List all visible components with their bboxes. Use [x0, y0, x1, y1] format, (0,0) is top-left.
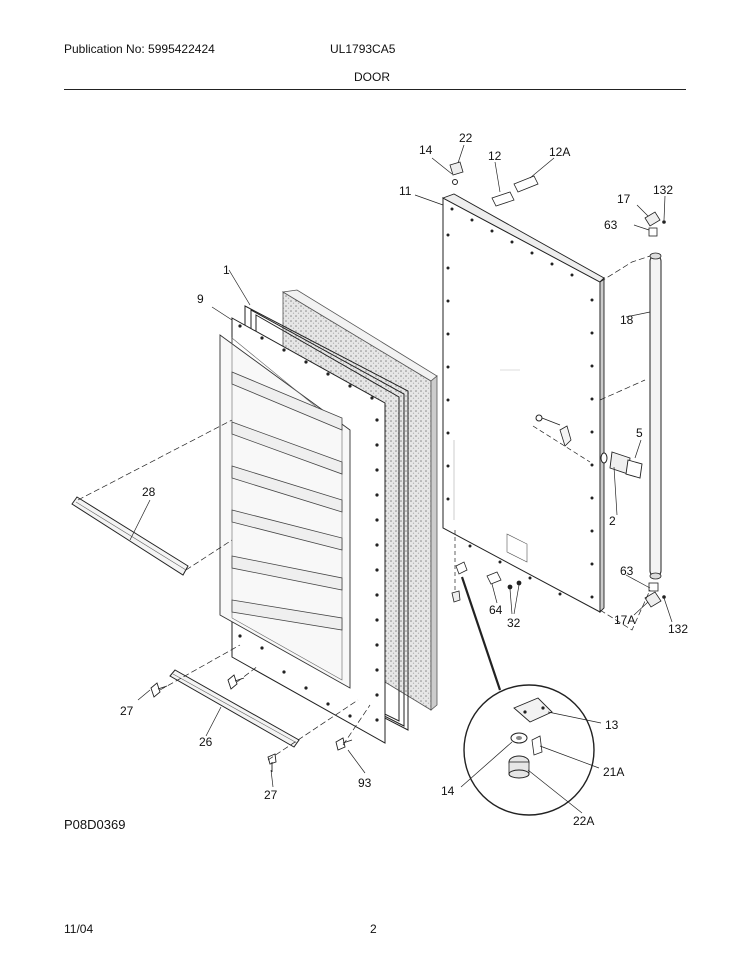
callout-label: 1 — [223, 263, 230, 277]
detail-circle — [463, 684, 595, 816]
inner-door-liner — [219, 317, 386, 744]
callout-labels: 1 9 28 27 26 27 93 14 22 12 12A 11 17 13… — [120, 131, 688, 828]
callout-label: 32 — [507, 616, 521, 630]
model-number: UL1793CA5 — [330, 42, 396, 56]
callout-label: 17 — [617, 192, 631, 206]
footer-date: 11/04 — [64, 922, 94, 936]
section-title: DOOR — [354, 70, 390, 84]
callout-label: 63 — [604, 218, 618, 232]
callout-label: 17A — [614, 613, 635, 627]
callout-label: 63 — [620, 564, 634, 578]
callout-label: 14 — [441, 784, 455, 798]
lock-assembly — [532, 414, 643, 479]
header-rule — [64, 89, 686, 90]
callout-label: 14 — [419, 143, 433, 157]
callout-label: 22A — [573, 814, 594, 828]
bottom-hinge-parts — [644, 582, 666, 608]
publication-number: Publication No: 5995422424 — [64, 42, 215, 56]
callout-label: 11 — [399, 184, 412, 198]
callout-label: 18 — [620, 313, 634, 327]
callout-label: 132 — [653, 183, 673, 197]
callout-label: 93 — [358, 776, 372, 790]
callout-label: 27 — [120, 704, 134, 718]
callout-label: 28 — [142, 485, 156, 499]
top-hinge-parts — [644, 211, 666, 237]
callout-label: 64 — [489, 603, 503, 617]
callout-label: 13 — [605, 718, 619, 732]
leader-lines — [77, 144, 673, 814]
callout-label: 9 — [197, 292, 204, 306]
callout-label: 27 — [264, 788, 278, 802]
callout-label: 2 — [609, 514, 616, 528]
top-hardware — [449, 161, 539, 207]
page-number: 2 — [370, 922, 377, 936]
callout-label: 132 — [668, 622, 688, 636]
outer-door-panel — [441, 193, 605, 614]
hinge-rod — [649, 252, 662, 580]
handle — [71, 496, 189, 576]
callout-label: 22 — [459, 131, 473, 145]
callout-label: 12A — [549, 145, 570, 159]
bottom-trim — [169, 669, 300, 748]
callout-label: 26 — [199, 735, 213, 749]
callout-label: 5 — [636, 426, 643, 440]
callout-label: 21A — [603, 765, 624, 779]
diagram-code: P08D0369 — [64, 817, 126, 832]
callout-label: 12 — [488, 149, 502, 163]
screws — [150, 674, 353, 772]
